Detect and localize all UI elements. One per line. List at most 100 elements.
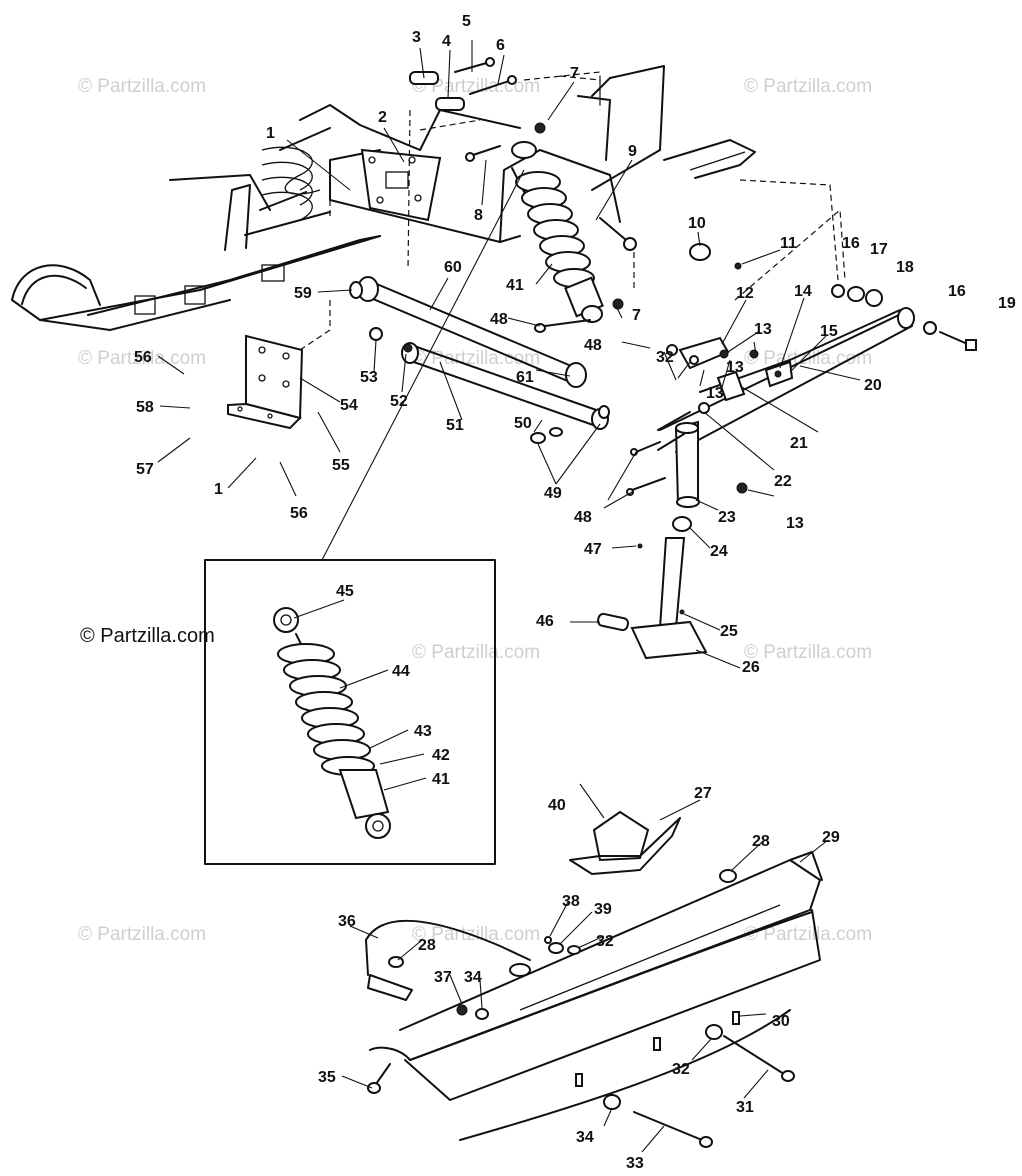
watermark: © Partzilla.com — [744, 642, 872, 663]
watermarks: © Partzilla.com © Partzilla.com © Partzi… — [78, 76, 872, 945]
watermark: © Partzilla.com — [78, 924, 206, 945]
shock-inset — [204, 169, 525, 865]
callout-label: 22 — [774, 473, 792, 490]
callout-label: 9 — [628, 143, 637, 160]
ski-assembly — [365, 810, 823, 1148]
callout-label: 13 — [706, 385, 724, 402]
callout-label: 3 — [412, 29, 421, 46]
callout-label: 4 — [442, 33, 451, 50]
callout-label: 10 — [688, 215, 706, 232]
callout-label: 36 — [338, 913, 356, 930]
callout-label: 57 — [136, 461, 154, 478]
callout-label: 14 — [794, 283, 812, 300]
callout-label: 48 — [584, 337, 602, 354]
left-shock — [259, 127, 331, 221]
callout-label: 28 — [752, 833, 770, 850]
callout-label: 32 — [596, 933, 614, 950]
callout-label: 30 — [772, 1013, 790, 1030]
callout-label: 61 — [516, 369, 534, 386]
callout-label: 26 — [742, 659, 760, 676]
watermark: © Partzilla.com — [78, 76, 206, 97]
callout-label: 1 — [214, 481, 223, 498]
callout-label: 59 — [294, 285, 312, 302]
spacers-bolt — [831, 284, 977, 351]
callout-label: 32 — [656, 349, 674, 366]
right-shock-assembly — [511, 141, 604, 323]
callout-label: 12 — [736, 285, 754, 302]
callout-label: 60 — [444, 259, 462, 276]
callout-label: 56 — [134, 349, 152, 366]
callout-label: 41 — [506, 277, 524, 294]
callout-label: 13 — [726, 359, 744, 376]
callout-label: 34 — [576, 1129, 594, 1146]
callout-label: 35 — [318, 1069, 336, 1086]
callout-label: 18 — [896, 259, 914, 276]
inset-frame — [204, 559, 496, 865]
callout-label: 1 — [266, 125, 275, 142]
watermark: © Partzilla.com — [412, 348, 540, 369]
callout-labels: 1 2 3 4 5 6 7 7 8 9 10 11 12 13 13 13 13… — [134, 13, 1016, 1172]
callout-label: 33 — [626, 1155, 644, 1172]
copyright-credit: © Partzilla.com — [80, 625, 215, 647]
callout-label: 48 — [574, 509, 592, 526]
callout-label: 44 — [392, 663, 410, 680]
callout-label: 23 — [718, 509, 736, 526]
callout-label: 50 — [514, 415, 532, 432]
callout-label: 16 — [948, 283, 966, 300]
callout-label: 55 — [332, 457, 350, 474]
callout-label: 28 — [418, 937, 436, 954]
callout-label: 42 — [432, 747, 450, 764]
callout-label: 16 — [842, 235, 860, 252]
callout-label: 27 — [694, 785, 712, 802]
callout-label: 53 — [360, 369, 378, 386]
watermark: © Partzilla.com — [412, 924, 540, 945]
callout-label: 54 — [340, 397, 358, 414]
callout-label: 20 — [864, 377, 882, 394]
chassis-illustration — [11, 65, 756, 331]
callout-label: 41 — [432, 771, 450, 788]
callout-label: 2 — [378, 109, 387, 126]
callout-label: 32 — [672, 1061, 690, 1078]
callout-label: 48 — [490, 311, 508, 328]
callout-label: 7 — [570, 65, 579, 82]
callout-label: 17 — [870, 241, 888, 258]
tie-rod-parts — [599, 217, 742, 290]
callout-label: 34 — [464, 969, 482, 986]
watermark: © Partzilla.com — [744, 924, 872, 945]
callout-label: 13 — [786, 515, 804, 532]
callout-label: 7 — [632, 307, 641, 324]
watermark: © Partzilla.com — [744, 76, 872, 97]
callout-label: 15 — [820, 323, 838, 340]
callout-label: 5 — [462, 13, 471, 30]
leader-lines — [157, 40, 861, 1153]
callout-label: 45 — [336, 583, 354, 600]
callout-label: 38 — [562, 893, 580, 910]
watermark: © Partzilla.com — [78, 348, 206, 369]
callout-label: 51 — [446, 417, 464, 434]
callout-label: 40 — [548, 797, 566, 814]
callout-label: 11 — [780, 235, 797, 252]
watermark: © Partzilla.com — [412, 642, 540, 663]
callout-label: 29 — [822, 829, 840, 846]
callout-label: 25 — [720, 623, 738, 640]
callout-label: 47 — [584, 541, 602, 558]
callout-label: 6 — [496, 37, 505, 54]
callout-label: 46 — [536, 613, 554, 630]
callout-label: 58 — [136, 399, 154, 416]
callout-label: 43 — [414, 723, 432, 740]
a-arm — [597, 179, 915, 660]
callout-label: 19 — [998, 295, 1016, 312]
callout-label: 24 — [710, 543, 728, 560]
callout-label: 13 — [754, 321, 772, 338]
mounting-plate — [360, 148, 442, 222]
callout-label: 52 — [390, 393, 408, 410]
mounting-bracket — [227, 300, 331, 430]
callout-label: 56 — [290, 505, 308, 522]
callout-label: 21 — [790, 435, 808, 452]
callout-label: 8 — [474, 207, 483, 224]
callout-label: 37 — [434, 969, 452, 986]
callout-label: 49 — [544, 485, 562, 502]
callout-label: 31 — [736, 1099, 754, 1116]
callout-label: 39 — [594, 901, 612, 918]
